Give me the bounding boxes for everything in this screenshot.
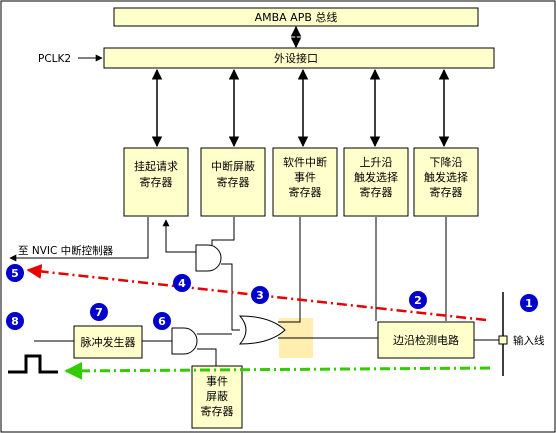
marker-6: 6 (153, 312, 171, 330)
software-to-or-line (278, 217, 301, 323)
nvic-label: 至 NVIC 中断控制器 (18, 244, 114, 257)
svg-text:5: 5 (11, 267, 19, 280)
edge-detect-circuit: 边沿检测电路 (377, 321, 475, 359)
svg-text:3: 3 (256, 289, 264, 302)
svg-text:寄存器: 寄存器 (140, 175, 173, 189)
svg-text:屏蔽: 屏蔽 (206, 390, 228, 403)
svg-text:脉冲发生器: 脉冲发生器 (81, 335, 136, 349)
nvic-output-line (9, 217, 149, 262)
svg-text:寄存器: 寄存器 (201, 404, 234, 418)
svg-text:事件: 事件 (206, 375, 228, 388)
or-gate (238, 315, 286, 345)
svg-text:边沿检测电路: 边沿检测电路 (393, 333, 459, 347)
pulse-generator: 脉冲发生器 (73, 325, 143, 359)
rising-trigger-register: 上升沿 触发选择 寄存器 (343, 147, 409, 217)
svg-text:7: 7 (95, 306, 103, 319)
svg-text:挂起请求: 挂起请求 (134, 159, 178, 173)
event-mask-register: 事件 屏蔽 寄存器 (191, 365, 243, 429)
peripheral-interface-label: 外设接口 (274, 52, 318, 65)
amba-apb-bus-label: AMBA APB 总线 (255, 10, 338, 24)
input-pin (498, 335, 508, 345)
svg-text:下降沿: 下降沿 (430, 155, 463, 169)
pclk2-label: PCLK2 (38, 53, 71, 65)
event-mask-to-and-line (197, 348, 217, 366)
and-to-pending-line (162, 219, 196, 253)
marker-7: 7 (90, 303, 108, 321)
svg-text:上升沿: 上升沿 (360, 156, 393, 169)
event-path-arrow (64, 361, 491, 380)
svg-text:中断屏蔽: 中断屏蔽 (211, 159, 255, 173)
interrupt-and-gate (195, 244, 222, 272)
svg-text:1: 1 (525, 297, 533, 310)
input-line-label: 输入线 (513, 334, 545, 347)
marker-2: 2 (409, 291, 427, 309)
marker-5: 5 (6, 264, 24, 282)
software-interrupt-event-register: 软件中断 事件 寄存器 (272, 147, 338, 217)
mask-to-and-line (211, 217, 235, 245)
pulse-waveform-icon (8, 354, 58, 374)
marker-8: 8 (6, 312, 24, 330)
marker-3: 3 (251, 286, 269, 304)
svg-text:触发选择: 触发选择 (354, 170, 398, 184)
svg-text:寄存器: 寄存器 (217, 175, 250, 189)
falling-trigger-register: 下降沿 触发选择 寄存器 (413, 147, 479, 217)
interface-register-arrows (151, 68, 450, 148)
marker-1: 1 (520, 294, 538, 312)
svg-text:寄存器: 寄存器 (289, 185, 322, 199)
pending-register: 挂起请求 寄存器 (123, 147, 189, 217)
svg-text:触发选择: 触发选择 (424, 170, 468, 184)
svg-text:事件: 事件 (294, 171, 316, 184)
svg-text:寄存器: 寄存器 (430, 185, 463, 199)
event-and-gate (171, 327, 198, 355)
marker-4: 4 (173, 274, 191, 292)
svg-text:4: 4 (178, 277, 186, 290)
svg-text:寄存器: 寄存器 (360, 185, 393, 199)
amba-apb-bus: AMBA APB 总线 (113, 7, 479, 27)
interrupt-mask-register: 中断屏蔽 寄存器 (200, 147, 266, 217)
svg-text:2: 2 (414, 294, 422, 307)
interrupt-path-arrow (26, 264, 487, 322)
peripheral-interface: 外设接口 (103, 47, 495, 69)
or-to-and-line (221, 263, 240, 331)
svg-text:8: 8 (11, 315, 19, 328)
svg-text:6: 6 (158, 315, 166, 328)
svg-text:软件中断: 软件中断 (283, 155, 327, 169)
